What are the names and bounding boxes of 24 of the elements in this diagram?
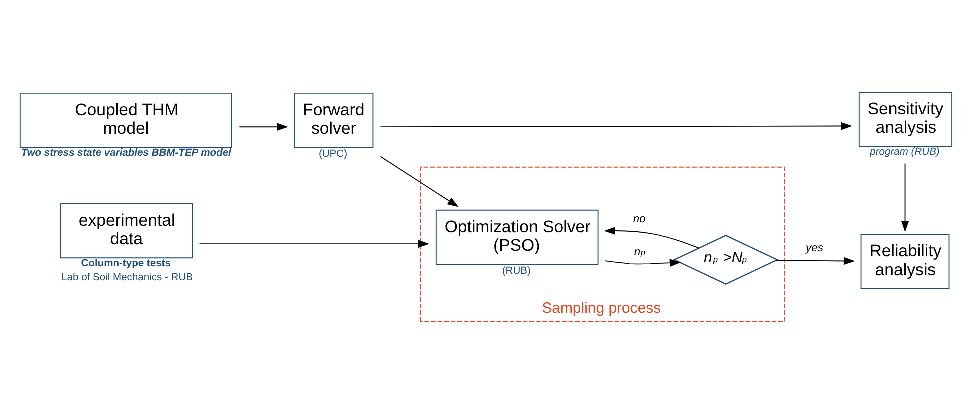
node-box: Forward solver [294,92,374,148]
edge-label: no [633,213,646,226]
node-label: (UPC) [318,148,348,160]
arrow [776,256,856,265]
arrow [604,258,682,267]
node-diamond: np >Np [673,234,779,284]
arrow [380,122,853,130]
node-box: experimental data [60,202,194,258]
arrow [901,162,910,232]
node-label: Column-type tests [81,258,171,269]
node-box: Optimization Solver (PSO) [436,209,599,265]
node-box: Coupled THM model [20,92,232,148]
arrow [380,156,459,207]
node-box: Reliability analysis [860,234,950,289]
node-label: Two stress state variables BBM-TEP model [21,147,232,158]
arrow [199,240,430,248]
node-label: (RUB) [502,265,531,276]
arrow [239,122,288,131]
edge-label: np [634,246,646,258]
node-box: Sensitivity analysis [858,92,953,147]
node-label: Lab of Soil Mechanics - RUB [62,272,194,283]
node-label: program (RUB) [870,146,940,158]
edge-label: yes [806,242,824,254]
arrow [604,226,700,248]
